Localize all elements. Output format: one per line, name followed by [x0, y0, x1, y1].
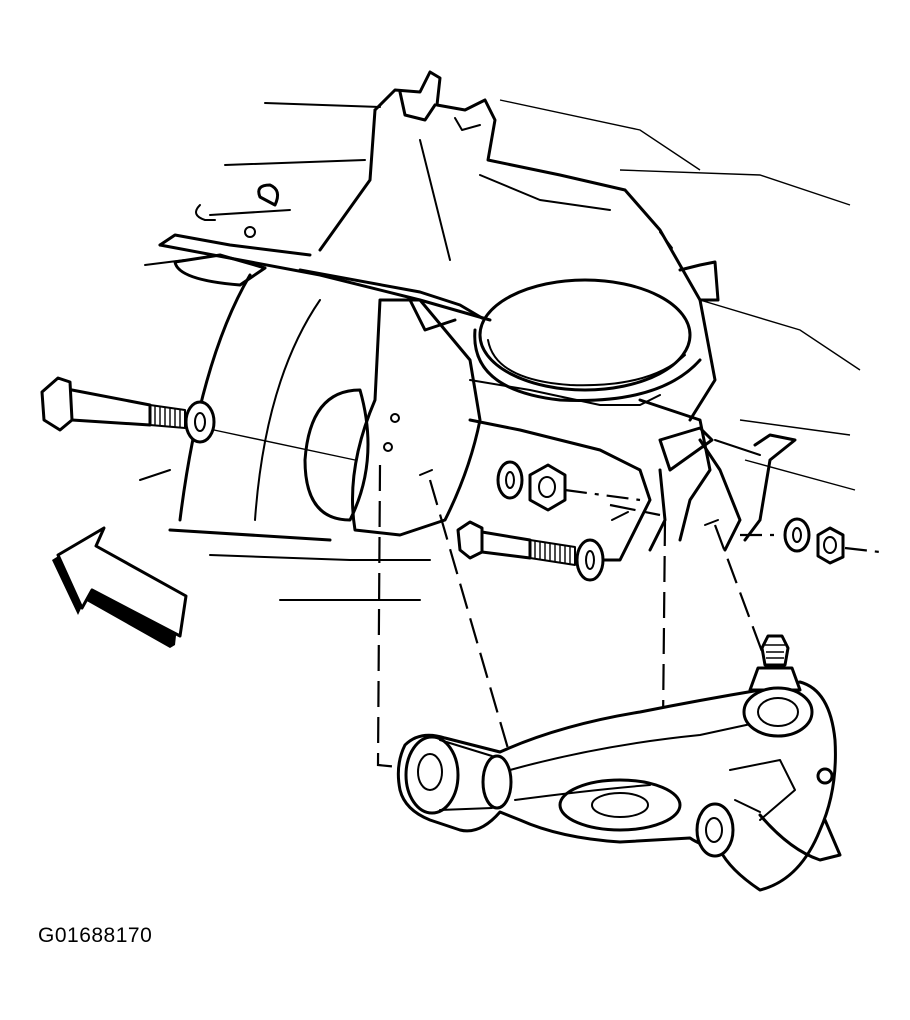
front-bolt	[40, 376, 186, 432]
front-direction-arrow-icon	[52, 526, 188, 648]
frame-structure	[139, 70, 861, 601]
rear-nut-axis	[844, 546, 881, 554]
front-nut-axis	[564, 488, 641, 502]
rear-washer	[575, 538, 605, 582]
front-rear-washer	[496, 460, 524, 500]
rear-washer-2	[783, 517, 811, 553]
front-nut	[528, 463, 567, 512]
front-bolt-axis	[213, 429, 356, 461]
lower-control-arm	[396, 680, 842, 892]
rear-nut	[816, 526, 845, 565]
rear-bolt	[456, 520, 576, 566]
figure-code: G01688170	[38, 924, 153, 947]
ball-joint	[742, 634, 814, 738]
front-washer	[184, 400, 216, 444]
